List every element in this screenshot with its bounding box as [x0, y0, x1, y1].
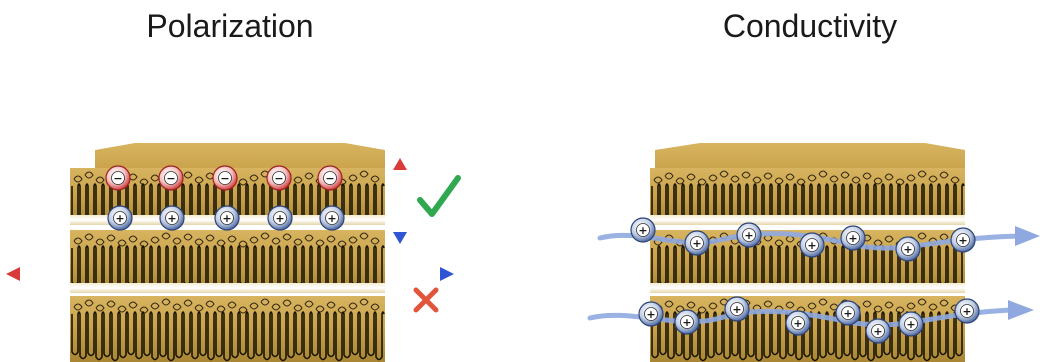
cross-icon [413, 287, 439, 313]
plus-sign: + [682, 316, 691, 329]
plus-sign: + [958, 234, 967, 247]
ion-flow-arrow-top [597, 226, 1040, 251]
cation-top-6: + [895, 236, 921, 262]
minus-sign: − [220, 172, 229, 185]
interlayer-band-2 [70, 283, 385, 293]
interlayer-band-right-1 [650, 215, 965, 225]
cation-top-7: + [950, 227, 976, 253]
plus-sign: + [962, 305, 971, 318]
cation-bottom-8: + [954, 298, 980, 324]
cation-left-3: + [214, 205, 240, 231]
plus-sign: + [807, 239, 816, 252]
cation-top-1: + [630, 217, 656, 243]
plus-sign: + [848, 232, 857, 245]
membrane-layer-2 [70, 230, 385, 292]
conductivity-title: Conductivity [722, 8, 898, 44]
plus-sign: + [692, 237, 701, 250]
cation-left-4: + [267, 205, 293, 231]
anion-3: − [212, 165, 238, 191]
horizontal-field-arrow [6, 267, 454, 281]
cation-bottom-4: + [785, 310, 811, 336]
plus-sign: + [732, 303, 741, 316]
polarization-title: Polarization [146, 8, 314, 44]
plus-sign: + [167, 212, 176, 225]
plus-sign: + [222, 212, 231, 225]
cation-bottom-5: + [835, 300, 861, 326]
anion-1: − [105, 165, 131, 191]
cation-top-5: + [840, 225, 866, 251]
plus-sign: + [873, 325, 882, 338]
plus-sign: + [903, 243, 912, 256]
cation-left-5: + [319, 205, 345, 231]
polarization-panel: − − − − − + + + + + [6, 143, 461, 362]
membrane-layer-3 [70, 296, 385, 362]
interlayer-band-right-2 [650, 283, 965, 293]
plus-sign: + [638, 224, 647, 237]
cation-left-1: + [107, 205, 133, 231]
cation-top-4: + [799, 232, 825, 258]
anion-2: − [158, 165, 184, 191]
plus-sign: + [906, 318, 915, 331]
plus-sign: + [793, 317, 802, 330]
cation-left-2: + [159, 205, 185, 231]
anion-5: − [317, 165, 343, 191]
cation-bottom-3: + [724, 296, 750, 322]
cation-bottom-2: + [674, 309, 700, 335]
cation-bottom-7: + [898, 311, 924, 337]
minus-sign: − [113, 172, 122, 185]
cation-bottom-1: + [638, 301, 664, 327]
check-icon [417, 175, 461, 217]
plus-sign: + [327, 212, 336, 225]
conductivity-panel: + + + + + + + + + + + + + + + [587, 143, 1040, 362]
anion-4: − [266, 165, 292, 191]
plus-sign: + [275, 212, 284, 225]
minus-sign: − [274, 172, 283, 185]
minus-sign: − [325, 172, 334, 185]
vertical-field-arrow [393, 158, 407, 244]
cation-top-2: + [684, 230, 710, 256]
cation-top-3: + [736, 222, 762, 248]
plus-sign: + [843, 307, 852, 320]
minus-sign: − [166, 172, 175, 185]
plus-sign: + [115, 212, 124, 225]
plus-sign: + [744, 229, 753, 242]
cation-bottom-6: + [865, 318, 891, 344]
plus-sign: + [646, 308, 655, 321]
